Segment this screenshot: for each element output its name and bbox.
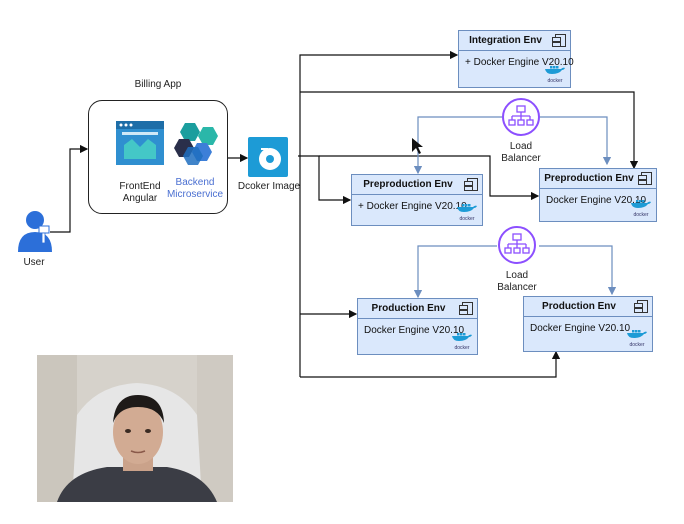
lb1-left-connector (413, 116, 502, 175)
lb2-left-connector (413, 245, 497, 299)
to-preprod-b-connector (300, 91, 639, 170)
docker-logo-icon: docker (544, 61, 566, 84)
preproduction-env-b-detail: Docker Engine V20.10 (546, 195, 647, 206)
browser-window-icon (116, 121, 164, 165)
component-icon (459, 302, 473, 315)
docker-image-icon (248, 137, 288, 177)
docker-image-label: Dcoker Image (237, 181, 301, 192)
component-icon (634, 300, 648, 313)
production-env-a-box[interactable]: Production Env Docker Engine V20.10 dock… (357, 298, 478, 355)
component-icon (464, 178, 478, 191)
production-env-b-box[interactable]: Production Env Docker Engine V20.10 dock… (523, 296, 653, 352)
preproduction-env-a-box[interactable]: Preproduction Env + Docker Engine V20.10… (351, 174, 483, 226)
docker-logo-icon: docker (451, 328, 473, 351)
presenter-video-icon (37, 355, 233, 502)
component-icon (552, 34, 566, 47)
docker-logo-icon: docker (456, 199, 478, 222)
user-icon (18, 211, 52, 252)
mouse-cursor-icon (412, 138, 423, 154)
component-icon (638, 172, 652, 185)
load-balancer-icon (502, 98, 540, 136)
lb2-right-connector (539, 245, 617, 296)
docker-logo-icon: docker (630, 195, 652, 218)
to-preprod-a-connector (300, 155, 352, 205)
webcam-overlay (37, 355, 233, 502)
user-to-app-connector (50, 144, 89, 233)
to-integration-connector (299, 50, 459, 156)
preproduction-env-a-detail: + Docker Engine V20.10 (358, 201, 467, 212)
hexagon-cluster-icon (174, 123, 218, 165)
integration-env-detail: + Docker Engine V20.10 (465, 57, 574, 68)
user-label: User (23, 257, 45, 268)
production-env-a-detail: Docker Engine V20.10 (364, 325, 465, 336)
lb1-right-connector (540, 116, 612, 166)
load-balancer-icon (498, 226, 536, 264)
integration-env-box[interactable]: Integration Env + Docker Engine V20.10 d… (458, 30, 574, 88)
integration-env-title: Integration Env (459, 31, 570, 51)
production-env-b-detail: Docker Engine V20.10 (530, 323, 631, 334)
preproduction-env-b-title: Preproduction Env (540, 169, 656, 189)
production-env-a-title: Production Env (358, 299, 477, 319)
production-env-b-title: Production Env (524, 297, 652, 317)
preproduction-env-a-title: Preproduction Env (352, 175, 482, 195)
to-preprod-b2-connector (319, 155, 540, 201)
to-prod-b-connector (300, 350, 561, 378)
docker-logo-icon: docker (626, 325, 648, 348)
preproduction-env-b-box[interactable]: Preproduction Env Docker Engine V20.10 d… (539, 168, 657, 222)
billing-app-title: Billing App (134, 79, 182, 90)
